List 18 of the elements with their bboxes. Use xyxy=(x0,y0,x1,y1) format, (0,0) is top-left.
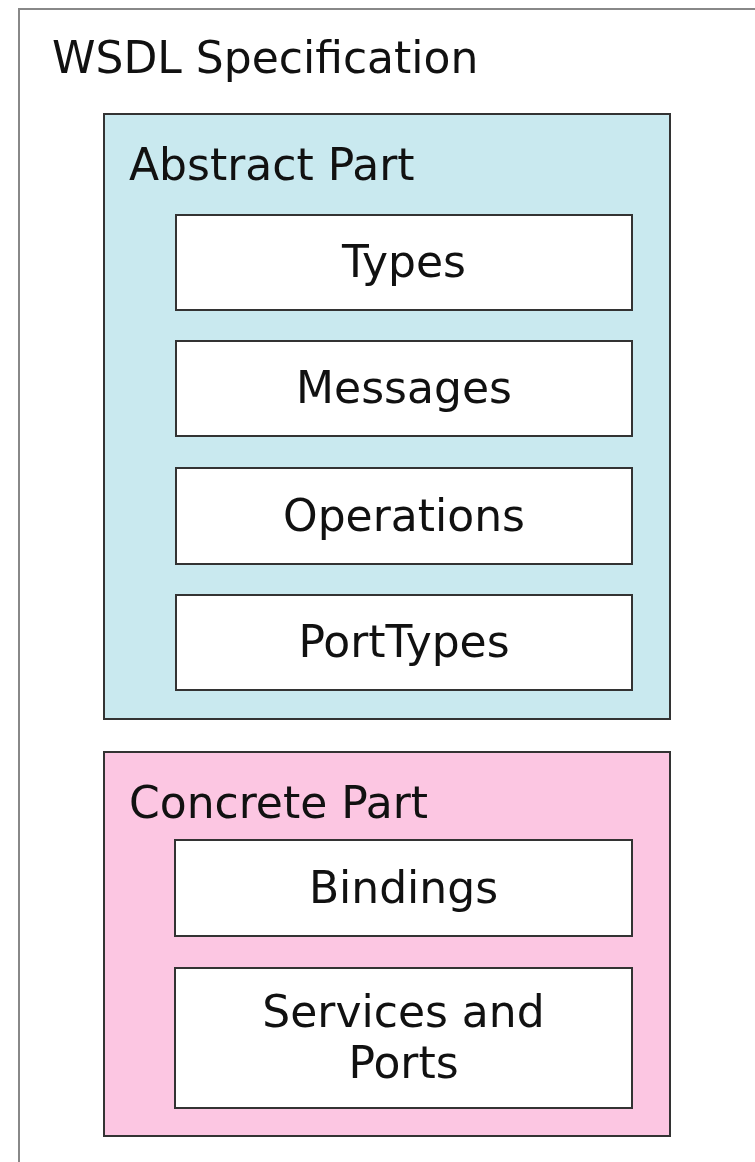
item-box xyxy=(175,594,633,691)
item-label: Services and Ports xyxy=(261,987,546,1089)
group-box xyxy=(103,113,671,720)
group-title: WSDL Specification xyxy=(52,34,479,83)
item-label: Messages xyxy=(296,363,512,414)
item-label: Operations xyxy=(283,490,525,542)
item-label: Bindings xyxy=(308,862,499,914)
item-box xyxy=(174,839,633,937)
outer-frame xyxy=(18,8,755,1162)
item-box xyxy=(175,467,633,565)
item-box xyxy=(175,340,633,437)
group-title: Concrete Part xyxy=(129,779,429,828)
item-label: Types xyxy=(342,237,466,288)
group-box xyxy=(103,751,671,1137)
item-box xyxy=(175,214,633,311)
item-label: PortTypes xyxy=(298,617,510,668)
item-box xyxy=(174,967,633,1109)
group-title: Abstract Part xyxy=(129,141,415,190)
